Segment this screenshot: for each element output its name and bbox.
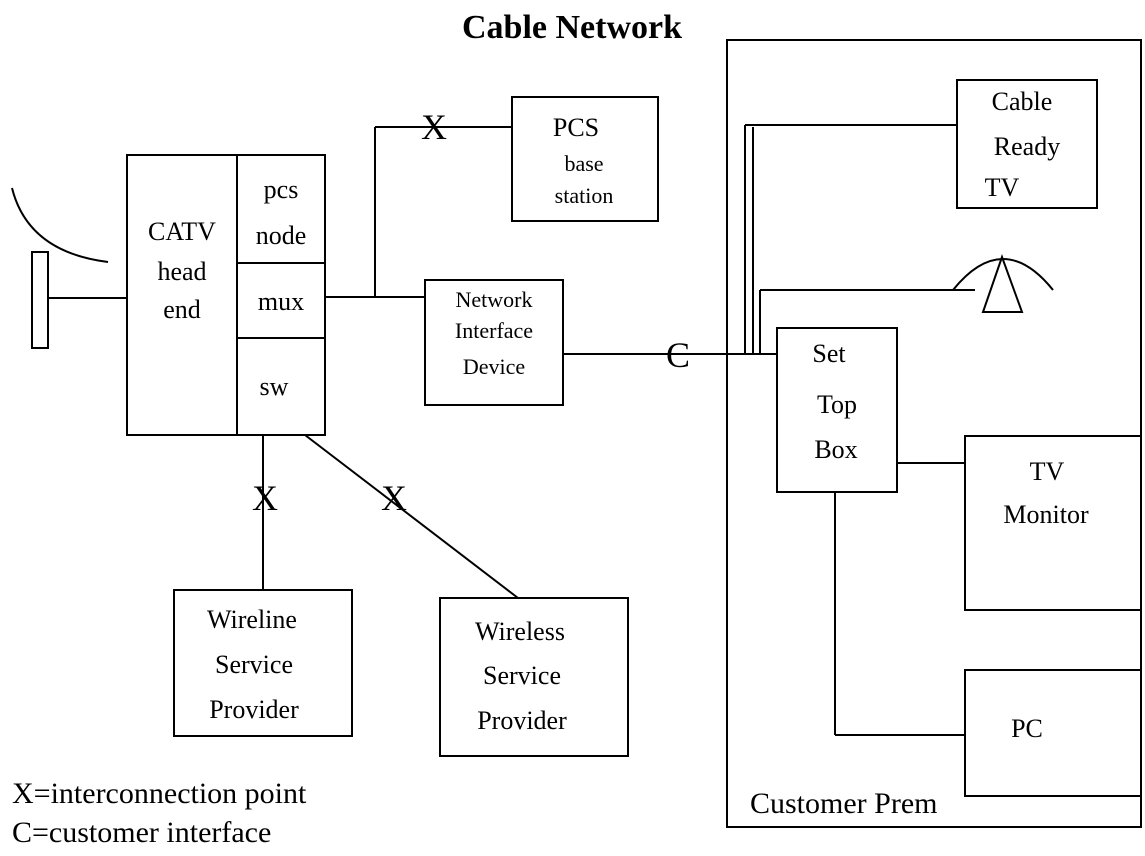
legend-interconnection: X=interconnection point (12, 777, 307, 810)
wireless-line-2: Service (483, 661, 561, 690)
wireline-line-3: Provider (209, 695, 299, 724)
mux-label: mux (258, 287, 304, 316)
pcs-base-line-2: base (564, 151, 603, 176)
headend-line-2: head (157, 257, 206, 286)
customer-interface-mark: C (666, 335, 690, 375)
antenna-icon (952, 254, 1054, 313)
set-top-box: Set Top Box (776, 327, 898, 493)
network-interface-device: Network Interface Device (424, 279, 564, 406)
interconnection-mark-pcs: X (421, 107, 447, 147)
diagram-title: Cable Network (462, 9, 682, 46)
stb-pc-line (834, 492, 965, 736)
nid-line-3: Device (463, 354, 525, 379)
legend-customer-interface: C=customer interface (12, 816, 271, 849)
set-top-line-3: Box (814, 435, 857, 464)
pcs-node-line-2: node (256, 221, 307, 250)
tv-monitor-line-2: Monitor (1003, 500, 1089, 529)
wireline-line-2: Service (215, 650, 293, 679)
cable-tv-line-3: TV (985, 173, 1020, 202)
wireline-line-1: Wireline (207, 605, 297, 634)
wireless-line-3: Provider (477, 706, 567, 735)
customer-prem-label: Customer Prem (750, 787, 938, 820)
sw-label: sw (260, 372, 289, 401)
interconnection-mark-wireless: X (381, 478, 407, 518)
cable-tv-line-1: Cable (992, 87, 1053, 116)
tv-monitor-line-1: TV (1030, 457, 1065, 486)
catv-headend: CATV head end (126, 154, 238, 436)
cable-ready-tv: Cable Ready TV (956, 79, 1098, 209)
pcs-base-line-1: PCS (553, 113, 599, 142)
headend-modules: pcs node mux sw (236, 154, 326, 436)
pcs-base-line-3: station (555, 183, 614, 208)
wireline-service-provider: Wireline Service Provider (173, 589, 353, 737)
provider-wiring (262, 434, 519, 599)
pc: PC (964, 669, 1142, 797)
mux-box (236, 262, 326, 339)
pc-label: PC (1011, 714, 1043, 743)
pcs-node-line-1: pcs (264, 175, 299, 204)
headend-line-3: end (163, 295, 201, 324)
satellite-dish-icon (11, 187, 127, 349)
wireless-line-1: Wireless (475, 617, 565, 646)
set-top-line-2: Top (817, 390, 857, 419)
sw-box (236, 337, 326, 436)
interconnection-mark-wireline: X (252, 478, 278, 518)
customer-premises-boundary (726, 39, 1142, 828)
mux-wiring (325, 126, 512, 298)
nid-line-2: Interface (455, 318, 533, 343)
premises-wiring (744, 124, 975, 354)
headend-line-1: CATV (148, 217, 216, 246)
wireless-service-provider: Wireless Service Provider (439, 597, 629, 757)
pcs-base-station: PCS base station (511, 96, 659, 222)
nid-line-1: Network (456, 287, 533, 312)
tv-monitor: TV Monitor (964, 435, 1142, 611)
pcs-node-box (236, 154, 326, 264)
set-top-line-1: Set (812, 339, 846, 368)
cable-tv-line-2: Ready (994, 132, 1060, 161)
